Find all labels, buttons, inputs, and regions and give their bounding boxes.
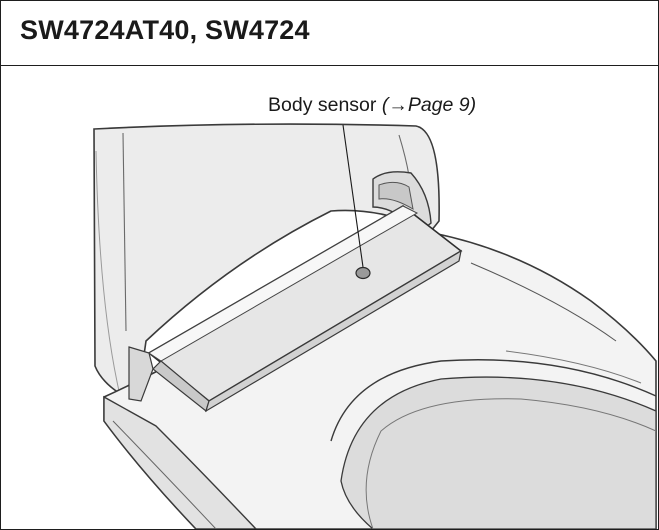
seat-opening xyxy=(340,376,657,529)
right-hinge-detail xyxy=(378,181,414,210)
toilet-seat-illustration xyxy=(93,123,657,529)
bowl-interior xyxy=(365,398,657,529)
sensor-panel-top xyxy=(148,205,419,362)
page-reference: (→Page 9) xyxy=(381,94,477,116)
lid-inner-edge xyxy=(122,132,127,332)
seat-edge-line-2 xyxy=(505,350,642,384)
seat-inner-rim xyxy=(330,359,657,442)
base-contour xyxy=(112,420,217,529)
callout-label: Body sensor xyxy=(268,94,377,116)
figure-header: SW4724AT40, SW4724 xyxy=(1,1,658,66)
lid-shade xyxy=(95,150,120,392)
panel-left-bracket xyxy=(128,346,154,402)
leader-line xyxy=(342,124,364,268)
body-sensor xyxy=(355,266,371,280)
body-sensor-callout: Body sensor (→Page 9) xyxy=(268,94,476,117)
model-title: SW4724AT40, SW4724 xyxy=(20,15,310,45)
toilet-base xyxy=(103,395,257,529)
sensor-panel-front-edge xyxy=(204,249,462,413)
seat-edge-line xyxy=(470,262,617,342)
